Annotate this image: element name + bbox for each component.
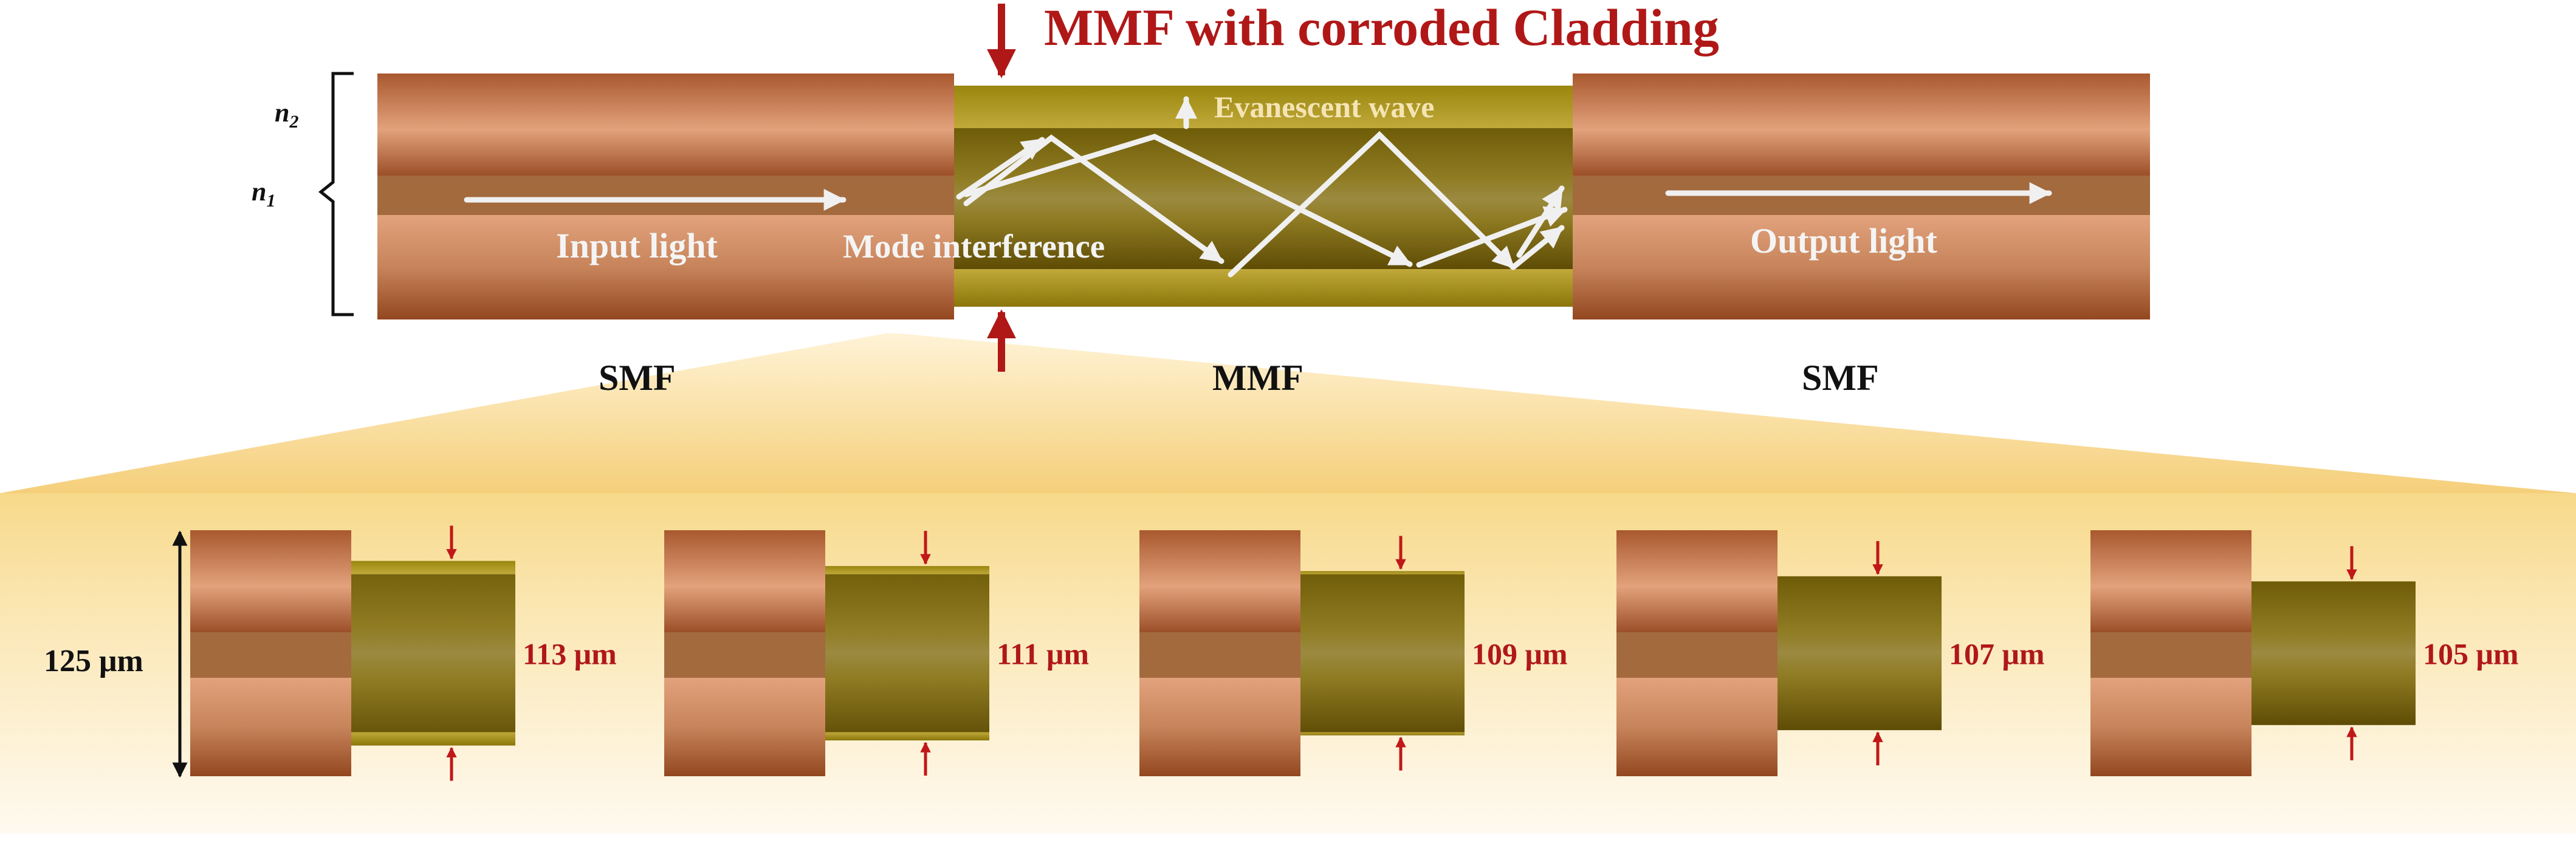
sample-smf-core — [1616, 632, 1777, 678]
sample-smf-upper — [1139, 530, 1300, 632]
sample-1: 113 μm — [190, 525, 617, 781]
reference-diameter-label: 125 μm — [44, 644, 143, 678]
ray-3 — [963, 134, 1413, 267]
sample-smf-lower — [2090, 678, 2251, 776]
light-paths — [464, 96, 2052, 278]
sample-list: 113 μm 111 μm 109 μm 107 μm 105 μm — [190, 525, 2519, 781]
sample-mmf-core — [1300, 571, 1465, 736]
ray-7 — [1516, 185, 1565, 258]
sample-smf-lower — [1139, 678, 1300, 776]
mmf-label: MMF — [1212, 358, 1303, 398]
right-smf — [1573, 73, 2150, 319]
sample-mmf-cladding-top — [1300, 571, 1465, 575]
sample-mmf-cladding-bottom — [1300, 732, 1465, 736]
output-light-label: Output light — [1750, 221, 1937, 261]
evanescent-label: Evanescent wave — [1214, 90, 1434, 124]
smf-right-label: SMF — [1802, 358, 1879, 398]
left-smf — [377, 73, 954, 319]
mode-interference-label: Mode interference — [843, 228, 1105, 265]
sample-smf-upper — [664, 530, 825, 632]
input-light-label: Input light — [556, 226, 718, 265]
sample-smf-core — [1139, 632, 1300, 678]
sample-mmf-core — [825, 565, 989, 741]
ray-6 — [1510, 225, 1565, 270]
sample-2: 111 μm — [664, 530, 1089, 776]
sample-smf-upper — [1616, 530, 1777, 632]
sample-mmf-cladding-top — [825, 565, 989, 575]
sample-smf-upper — [190, 530, 351, 632]
sample-mmf-cladding-bottom — [825, 732, 989, 741]
sample-5: 105 μm — [2090, 530, 2519, 776]
zoom-trapezoid — [0, 333, 2576, 493]
sample-smf-upper — [2090, 530, 2251, 632]
sample-diameter-label: 107 μm — [1949, 637, 2045, 671]
sample-smf-lower — [664, 678, 825, 776]
sample-mmf-core — [351, 561, 515, 746]
sample-smf-lower — [190, 678, 351, 776]
sample-mmf-core — [2251, 581, 2416, 725]
title-label: MMF with corroded Cladding — [1044, 0, 1719, 56]
sample-4: 107 μm — [1616, 530, 2045, 776]
sample-smf-core — [2090, 632, 2251, 678]
smf-left-label: SMF — [599, 358, 676, 398]
sample-diameter-label: 109 μm — [1472, 637, 1568, 671]
sample-diameter-label: 111 μm — [997, 637, 1089, 671]
ray-4 — [1228, 131, 1516, 278]
n1-label: n1 — [252, 177, 275, 211]
sample-diameter-label: 113 μm — [523, 637, 617, 671]
n2-label: n2 — [275, 98, 298, 132]
sample-diameter-label: 105 μm — [2423, 637, 2519, 671]
sample-mmf-core — [1777, 576, 1942, 731]
sample-mmf-cladding-top — [351, 561, 515, 575]
sample-smf-core — [190, 632, 351, 678]
ray-1 — [956, 137, 1045, 200]
sample-smf-core — [664, 632, 825, 678]
sample-mmf-cladding-bottom — [351, 732, 515, 746]
sample-smf-lower — [1616, 678, 1777, 776]
index-bracket — [318, 72, 354, 316]
sample-3: 109 μm — [1139, 530, 1568, 776]
ray-2 — [963, 134, 1224, 264]
